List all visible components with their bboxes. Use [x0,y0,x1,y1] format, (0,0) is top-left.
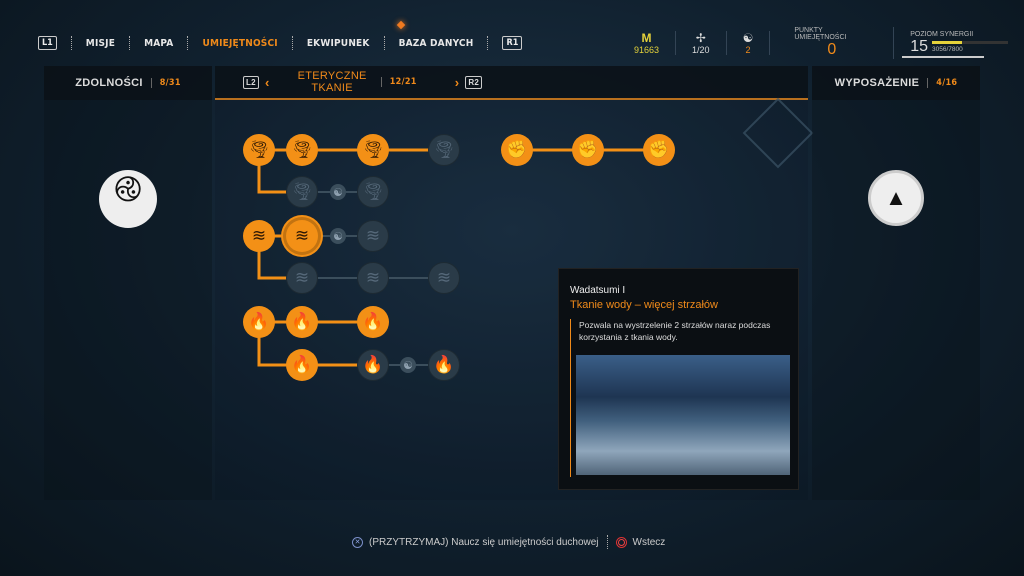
abilities-title[interactable]: ZDOLNOŚCI [75,77,143,89]
r2-button[interactable]: R2 [465,75,483,89]
skill-node[interactable]: 🌪 [357,134,389,166]
prev-arrow-icon[interactable]: ‹ [264,74,270,90]
left-header: ZDOLNOŚCI 8/31 [44,66,212,100]
skill-node[interactable]: 🔥 [286,349,318,381]
learn-skill-prompt[interactable]: (PRZYTRZYMAJ) Naucz się umiejętności duc… [369,536,599,548]
skill-node[interactable]: ✊ [572,134,604,166]
magatama-icon: ☯ [742,31,754,45]
tab-baza-danych[interactable]: BAZA DANYCH [398,37,474,49]
skill-node[interactable]: 🌪 [286,176,318,208]
equipment-panel: ▲ [812,100,980,500]
abilities-count: 8/31 [150,78,181,88]
button-prompts: ✕ (PRZYTRZYMAJ) Naucz się umiejętności d… [352,535,665,549]
synergy-level: 15 [910,37,928,55]
skill-node[interactable]: ≋ [243,220,275,252]
equipment-title[interactable]: WYPOSAŻENIE [834,77,920,89]
tab-misje[interactable]: MISJE [85,37,116,49]
tooltip-title: Tkanie wody – więcej strzałów [570,299,718,311]
magatama-value: 2 [745,45,751,55]
skill-node[interactable]: ✊ [643,134,675,166]
skill-node[interactable]: 🔥 [243,306,275,338]
skill-node[interactable]: 🔥 [357,349,389,381]
skill-node[interactable]: ✊ [501,134,533,166]
skill-node[interactable]: 🌪 [357,176,389,208]
l1-button[interactable]: L1 [38,36,57,50]
magatama-requirement-icon: ☯ [330,184,346,200]
skill-node[interactable]: ≋ [286,262,318,294]
skill-node[interactable]: ≋ [357,262,389,294]
spirits-stat: ✢1/20 [676,31,727,55]
tooltip-description: Pozwala na wystrzelenie 2 strzałów naraz… [579,320,771,342]
spirits-value: 1/20 [692,45,710,55]
l2-button[interactable]: L2 [243,75,259,89]
next-arrow-icon[interactable]: › [454,74,460,90]
synergy-underline [902,56,984,58]
magatama-stat: ☯2 [727,31,771,55]
money-value: 91663 [634,45,660,55]
magatama-requirement-icon: ☯ [400,357,416,373]
abilities-panel: ࿋ [44,100,212,500]
tomoe-emblem-icon[interactable]: ࿋ [99,168,157,228]
skill-node[interactable]: 🌪 [243,134,275,166]
cross-button-icon: ✕ [352,536,363,548]
right-header: WYPOSAŻENIE 4/16 [812,66,980,100]
skill-node[interactable]: 🌪 [286,134,318,166]
skill-node[interactable]: 🌪 [428,134,460,166]
r1-button[interactable]: R1 [502,36,523,50]
skill-points-value: 0 [827,41,837,58]
synergy-xp: 3056/7800 [932,45,963,53]
equipment-emblem-icon[interactable]: ▲ [868,170,924,226]
synergy-label: POZIOM SYNERGII [910,30,974,38]
synergy-progress-bar [932,40,1008,44]
skill-node[interactable]: 🔥 [428,349,460,381]
spirit-icon: ✢ [695,31,706,45]
equipment-count: 4/16 [927,78,957,88]
category-count: 12/21 [380,77,417,87]
main-nav: L1 MISJE MAPA UMIEJĘTNOŚCI EKWIPUNEK BAZ… [38,36,523,50]
magatama-requirement-icon: ☯ [330,228,346,244]
tab-mapa[interactable]: MAPA [144,37,174,49]
tooltip-preview-image [576,355,790,475]
tab-ekwipunek[interactable]: EKWIPUNEK [306,37,370,49]
synergy-stat: POZIOM SYNERGII 15 3056/7800 [894,31,1024,56]
skill-node[interactable]: ≋ [428,262,460,294]
back-prompt[interactable]: Wstecz [632,536,666,548]
skill-points-label: PUNKTY UMIEJĘTNOŚCI [794,27,847,41]
tooltip-subtitle: Wadatsumi I [570,285,626,296]
money-icon: M [641,31,652,45]
tab-umiejetnosci[interactable]: UMIEJĘTNOŚCI [202,37,278,49]
circle-button-icon [615,536,627,548]
skill-node-selected[interactable]: ≋ [286,220,318,252]
skill-tooltip: Wadatsumi I Tkanie wody – więcej strzałó… [558,268,799,490]
skill-node[interactable]: 🔥 [357,306,389,338]
skill-node[interactable]: ≋ [357,220,389,252]
skill-node[interactable]: 🔥 [286,306,318,338]
